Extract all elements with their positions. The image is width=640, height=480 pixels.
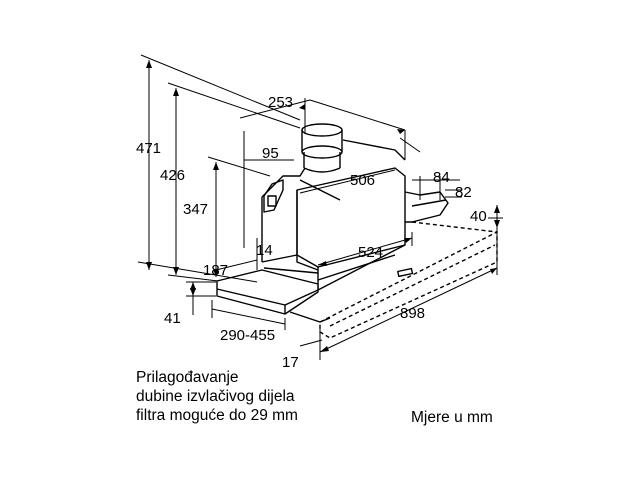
note-line-3: filtra moguće do 29 mm: [136, 407, 298, 424]
dimension-lines: [137, 54, 503, 360]
dim-290-455: 290-455: [220, 327, 275, 344]
note-line-1: Prilagođavanje: [136, 369, 239, 386]
dim-524: 524: [358, 244, 383, 261]
dim-471: 471: [136, 140, 161, 157]
dimension-arrows: [146, 60, 500, 352]
extended-filter-outline: [319, 221, 498, 339]
dim-14: 14: [256, 242, 273, 259]
hood-outline: [216, 123, 449, 323]
units-label: Mjere u mm: [411, 409, 493, 426]
dim-506: 506: [350, 172, 375, 189]
dim-95: 95: [262, 145, 279, 162]
dim-40: 40: [470, 208, 487, 225]
filter-adjustment-note: Prilagođavanje dubine izvlačivog dijela …: [136, 368, 298, 425]
dim-187: 187: [203, 262, 228, 279]
dim-898: 898: [400, 305, 425, 322]
dim-426: 426: [160, 167, 185, 184]
dim-253: 253: [268, 94, 293, 111]
dim-347: 347: [183, 201, 208, 218]
dim-82: 82: [455, 184, 472, 201]
dim-17: 17: [282, 354, 299, 371]
note-line-2: dubine izvlačivog dijela: [136, 388, 295, 405]
dim-84: 84: [433, 169, 450, 186]
dim-41: 41: [164, 310, 181, 327]
